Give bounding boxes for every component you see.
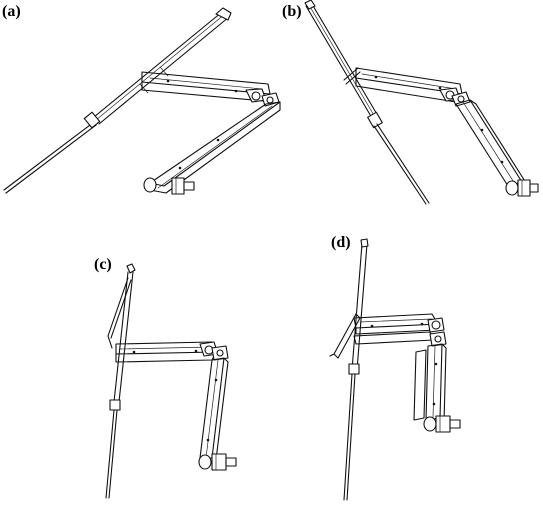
panel-d-drawing xyxy=(329,238,461,501)
panel-a-base-foot xyxy=(143,177,195,195)
panel-d-base-foot xyxy=(423,415,461,433)
panel-d-upper-arm xyxy=(353,313,445,345)
panel-c-rod xyxy=(105,263,136,499)
panel-d-lower-arm xyxy=(413,343,447,423)
panel-c-brace xyxy=(107,277,132,349)
panel-b-drawing xyxy=(304,0,539,205)
panel-d-rod xyxy=(343,238,369,501)
panel-c-elbow-joint xyxy=(211,345,229,361)
panel-b-base-foot xyxy=(505,179,539,197)
panel-c-lower-arm xyxy=(199,357,229,461)
panel-d-elbow-joint xyxy=(429,331,447,347)
panel-c-base-foot xyxy=(198,453,237,471)
panel-b-rod xyxy=(304,0,430,205)
panel-label-a: (a) xyxy=(2,3,21,20)
panel-b-elbow-joint xyxy=(451,91,471,107)
panel-a-upper-arm xyxy=(141,71,271,103)
panel-c-drawing xyxy=(105,263,237,499)
panel-a-drawing xyxy=(3,7,281,195)
panel-b-lower-arm xyxy=(455,99,529,187)
panel-label-c: (c) xyxy=(94,256,112,273)
panel-c-upper-arm xyxy=(115,341,219,363)
panel-a-rod xyxy=(3,7,232,194)
panel-a-lower-arm xyxy=(149,101,281,194)
panel-label-b: (b) xyxy=(282,3,302,20)
panel-b-upper-arm xyxy=(355,67,463,103)
panel-label-d: (d) xyxy=(331,234,351,251)
